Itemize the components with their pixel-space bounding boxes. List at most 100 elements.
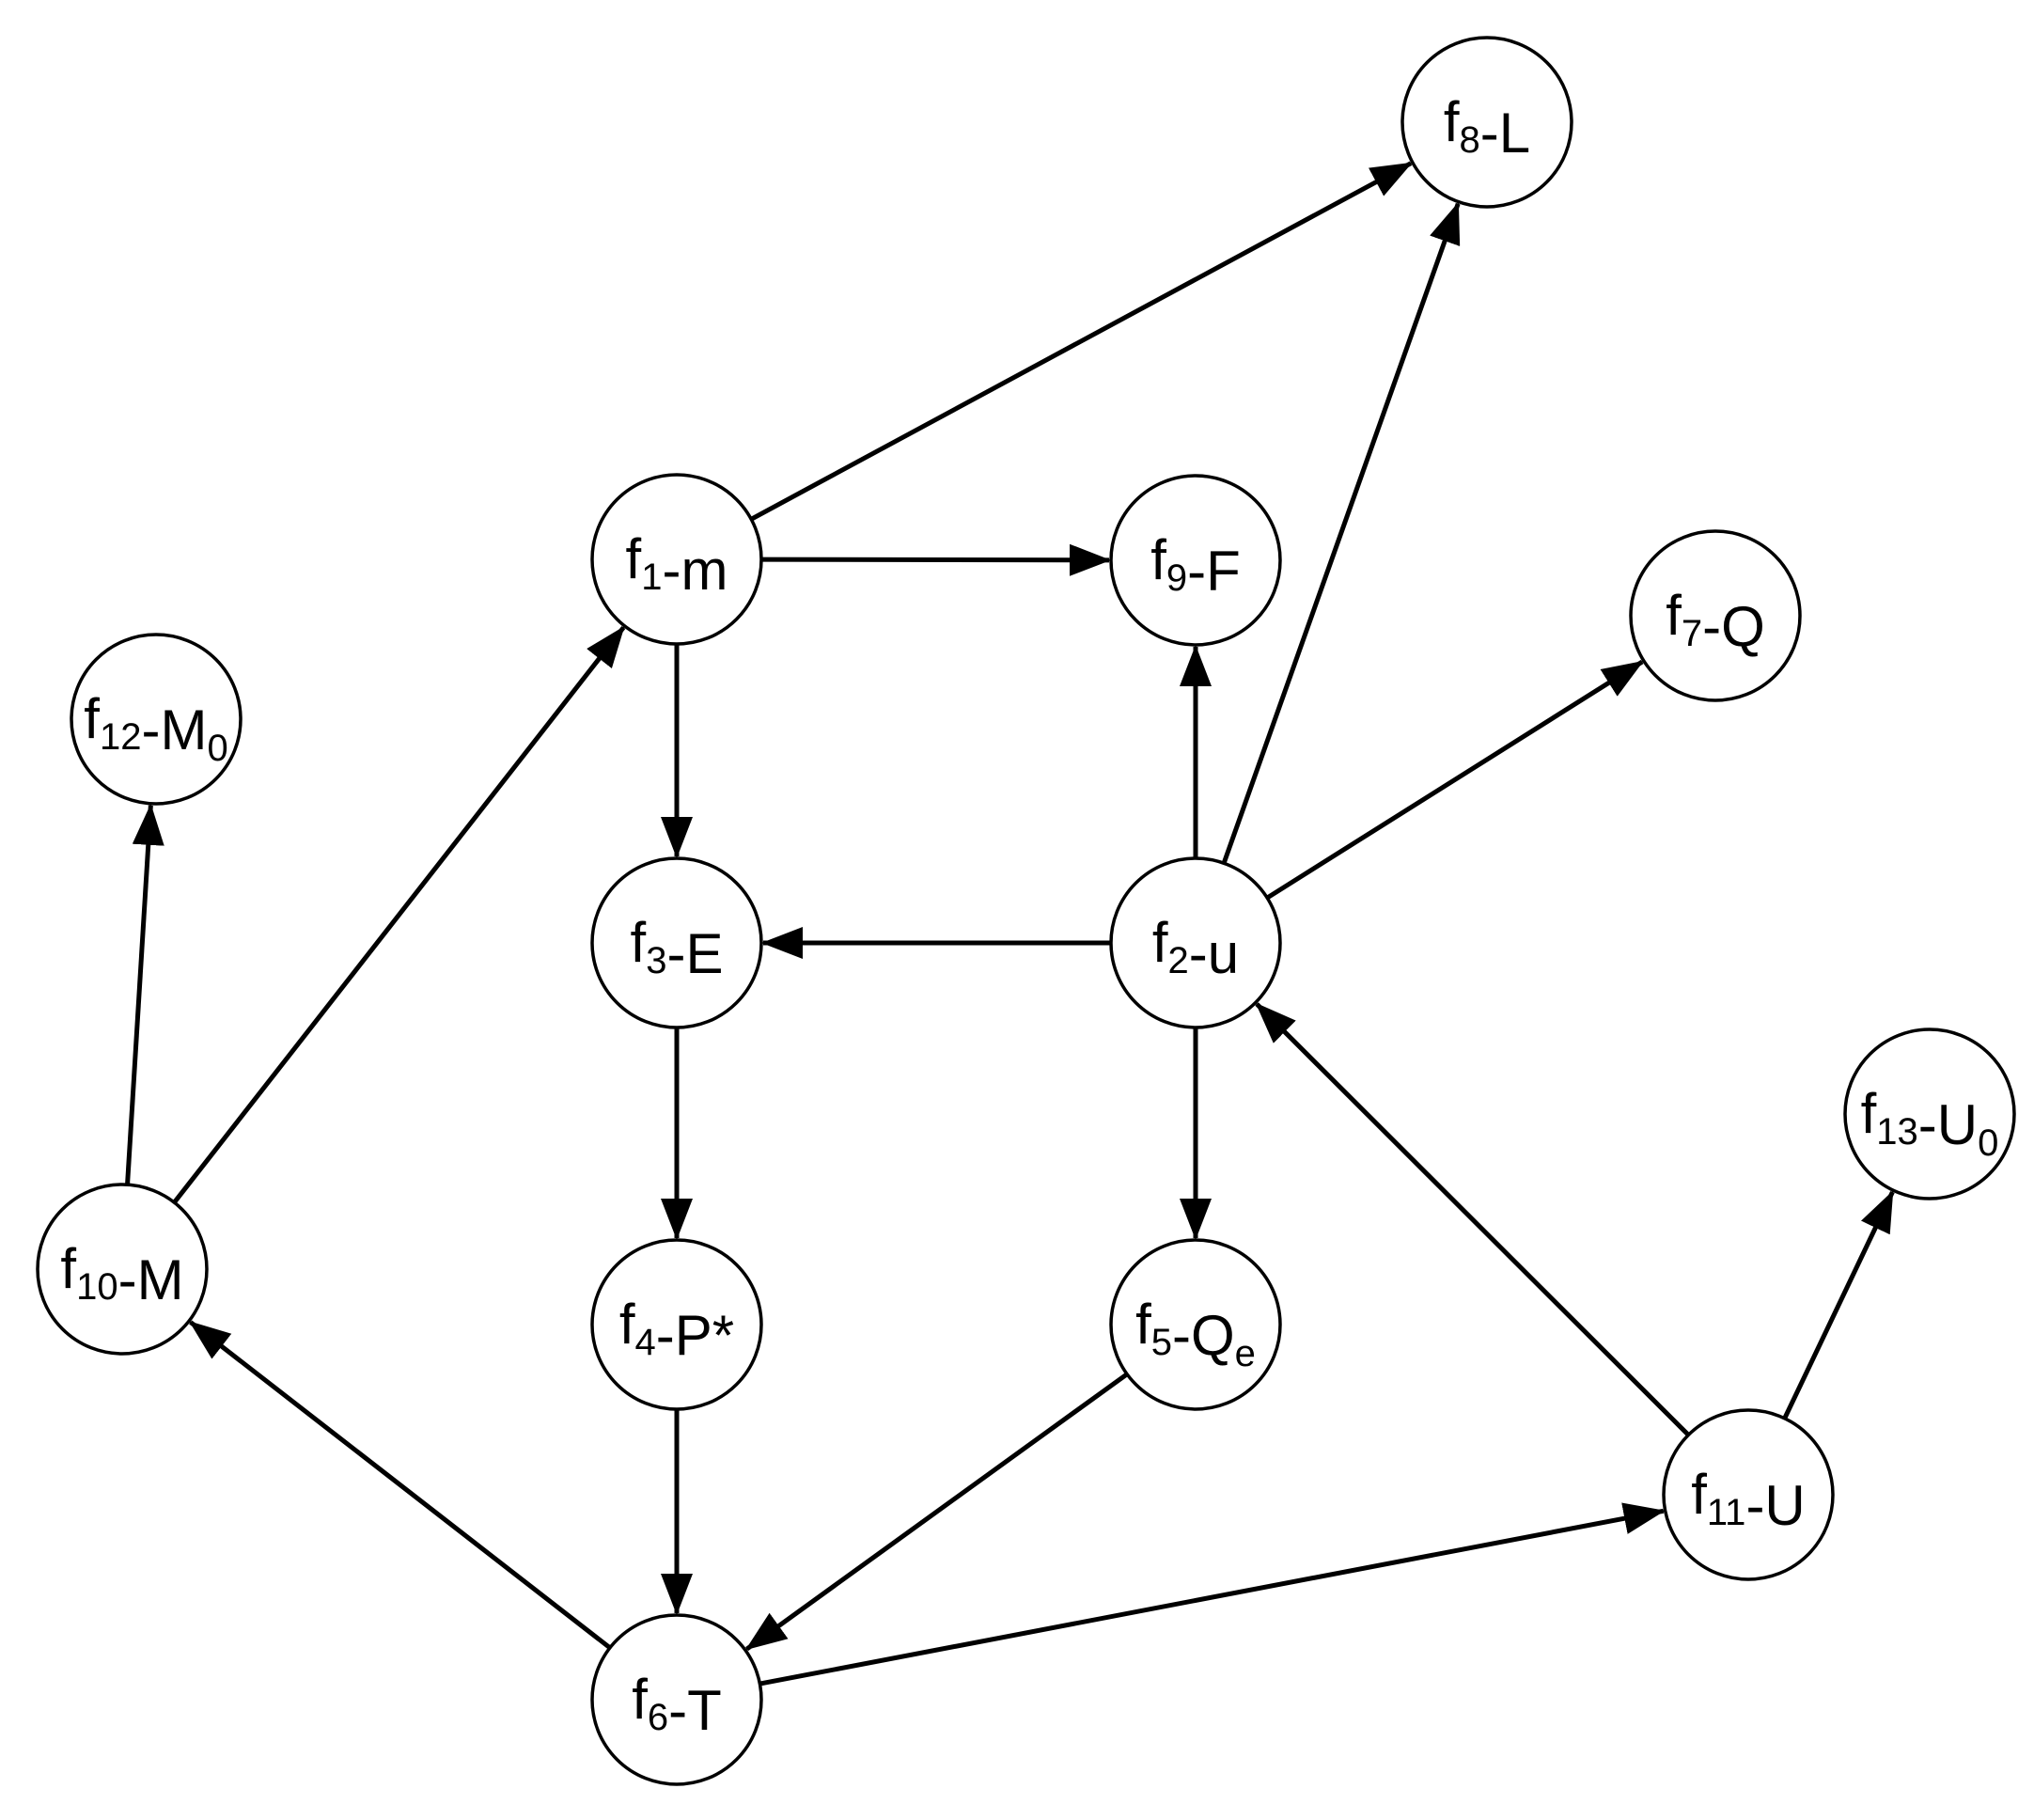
node-label: f7-Q xyxy=(1666,584,1765,658)
node-label-sep: - xyxy=(668,1679,687,1742)
node-f7: f7-Q xyxy=(1629,529,1802,702)
node-label-sep: - xyxy=(1480,102,1499,165)
node-label-sep: - xyxy=(1187,540,1206,603)
node-label-index: 12 xyxy=(100,716,142,758)
node-label: f11-U xyxy=(1691,1463,1806,1537)
node-circle xyxy=(1109,1238,1282,1411)
node-circle xyxy=(590,473,763,646)
node-label-name: f xyxy=(84,687,100,750)
node-label-sep: - xyxy=(1702,595,1721,658)
node-f2: f2-u xyxy=(1109,856,1282,1029)
node-label-sep: - xyxy=(666,922,685,985)
node-circle xyxy=(1109,474,1282,647)
node-label-name: f xyxy=(1691,1463,1707,1526)
edge-f11-to-f13 xyxy=(1782,1190,1895,1420)
node-label-name: f xyxy=(1135,1293,1151,1356)
node-label-index: 10 xyxy=(76,1266,118,1308)
node-label-index: 3 xyxy=(646,940,666,981)
node-label: f5-Qe xyxy=(1135,1293,1256,1374)
node-label-name: f xyxy=(619,1293,635,1356)
node-f8: f8-L xyxy=(1400,36,1573,209)
node-label: f6-T xyxy=(632,1668,722,1742)
node-f11: f11-U xyxy=(1662,1408,1835,1581)
node-f5: f5-Qe xyxy=(1109,1238,1282,1411)
node-label-index: 2 xyxy=(1168,940,1189,981)
node-label: f13-U0 xyxy=(1861,1082,1999,1164)
node-label-name: f xyxy=(60,1237,76,1300)
node-label-index: 8 xyxy=(1460,119,1480,161)
node-label-name: f xyxy=(1444,90,1460,153)
node-label-index: 13 xyxy=(1876,1111,1918,1153)
node-label-sep: - xyxy=(1189,922,1208,985)
node-label-symbol: P* xyxy=(675,1304,734,1367)
node-label-index: 5 xyxy=(1151,1322,1172,1363)
node-label-name: f xyxy=(1152,911,1168,974)
node-label-symbol: M xyxy=(137,1248,184,1311)
node-circle xyxy=(1629,529,1802,702)
node-f4: f4-P* xyxy=(590,1238,763,1411)
node-label-name: f xyxy=(1666,584,1682,647)
edge-f1-to-f9 xyxy=(760,543,1112,576)
node-f13: f13-U0 xyxy=(1843,1028,2016,1200)
node-label-symbol: m xyxy=(681,539,728,602)
node-f12: f12-M0 xyxy=(70,633,243,806)
edge-f6-to-f11 xyxy=(759,1502,1666,1687)
node-f1: f1-m xyxy=(590,473,763,646)
edge-f2-to-f8 xyxy=(1221,201,1461,865)
node-f9: f9-F xyxy=(1109,474,1282,647)
node-label-index: 9 xyxy=(1166,557,1187,599)
node-label-index: 7 xyxy=(1682,613,1702,654)
node-label: f3-E xyxy=(631,911,724,985)
node-label-symbol: u xyxy=(1208,922,1239,985)
node-label: f8-L xyxy=(1444,90,1530,165)
node-f6: f6-T xyxy=(590,1613,763,1786)
node-label-index: 1 xyxy=(641,557,662,598)
edge-f10-to-f12 xyxy=(125,803,164,1185)
node-label-sep: - xyxy=(118,1248,137,1311)
node-label-symbol: Q xyxy=(1191,1304,1235,1367)
node-circle xyxy=(590,1613,763,1786)
nodes: f1-mf2-uf3-Ef4-P*f5-Qef6-Tf7-Qf8-Lf9-Ff1… xyxy=(36,36,2016,1786)
node-label-sep: - xyxy=(1918,1093,1937,1156)
node-label: f12-M0 xyxy=(84,687,227,769)
edge-f5-to-f6 xyxy=(744,1372,1129,1652)
node-label-symbol: U xyxy=(1764,1474,1805,1537)
node-circle xyxy=(1662,1408,1835,1581)
node-label: f2-u xyxy=(1152,911,1239,985)
node-label-index: 6 xyxy=(648,1697,668,1738)
node-circle xyxy=(70,633,243,806)
node-label-name: f xyxy=(1861,1082,1877,1145)
edges xyxy=(125,161,1895,1687)
node-label-sep: - xyxy=(662,539,681,602)
node-circle xyxy=(1843,1028,2016,1200)
node-label-symbol-sub: e xyxy=(1235,1333,1256,1374)
node-label-index: 4 xyxy=(635,1322,656,1363)
node-circle xyxy=(590,1238,763,1411)
node-label-symbol: F xyxy=(1206,540,1241,603)
node-label-symbol: T xyxy=(687,1679,722,1742)
edge-f10-to-f1 xyxy=(172,625,626,1204)
node-label-symbol-sub: 0 xyxy=(1978,1122,1998,1164)
node-label-symbol: M xyxy=(160,698,207,761)
edge-f2-to-f7 xyxy=(1265,659,1644,901)
node-circle xyxy=(1400,36,1573,209)
node-label-sep: - xyxy=(1745,1474,1764,1537)
node-label: f1-m xyxy=(626,527,728,602)
node-label-name: f xyxy=(626,527,642,590)
node-label-name: f xyxy=(632,1668,648,1731)
node-label-sep: - xyxy=(656,1304,675,1367)
node-label-name: f xyxy=(631,911,647,974)
node-label-symbol-sub: 0 xyxy=(207,728,227,769)
node-label: f10-M xyxy=(60,1237,183,1311)
node-label-symbol: Q xyxy=(1721,595,1765,658)
node-label: f4-P* xyxy=(619,1293,734,1367)
edge-f6-to-f10 xyxy=(189,1320,612,1650)
node-circle xyxy=(590,856,763,1029)
node-label-symbol: E xyxy=(685,922,723,985)
node-label-symbol: L xyxy=(1499,102,1530,165)
node-label-symbol: U xyxy=(1937,1093,1978,1156)
node-circle xyxy=(36,1183,209,1356)
edge-f1-to-f8 xyxy=(750,161,1413,522)
node-f3: f3-E xyxy=(590,856,763,1029)
